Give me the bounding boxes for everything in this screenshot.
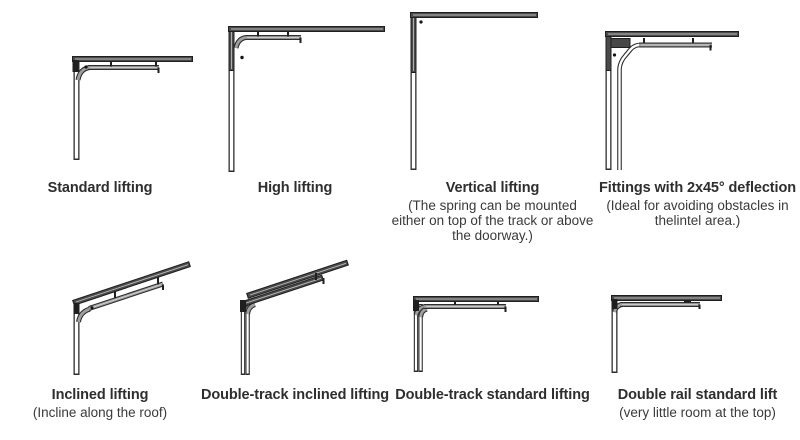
cell-high-lifting: High lifting — [200, 0, 390, 240]
subtitle-fittings-2x45-deflection: (Ideal for avoiding obstacles in thelint… — [606, 197, 789, 228]
caption-fittings-2x45-deflection: Fittings with 2x45° deflection (Ideal fo… — [595, 180, 800, 228]
cell-vertical-lifting: Vertical lifting (The spring can be moun… — [390, 0, 595, 243]
subtitle-inclined-lifting: (Incline along the roof) — [32, 404, 168, 420]
standard-lifting-diagram — [72, 56, 193, 160]
title-vertical-lifting: Vertical lifting — [445, 180, 540, 196]
caption-inclined-lifting: Inclined lifting (Incline along the roof… — [0, 387, 200, 420]
inclined-lifting-diagram — [72, 261, 191, 375]
cell-double-track-standard-lifting: Double-track standard lifting — [390, 240, 595, 440]
caption-standard-lifting: Standard lifting — [0, 180, 200, 197]
title-double-rail-standard-lift: Double rail standard lift — [617, 387, 778, 403]
cell-double-rail-standard-lift: Double rail standard lift (very little r… — [595, 240, 800, 440]
title-standard-lifting: Standard lifting — [47, 180, 153, 196]
caption-double-rail-standard-lift: Double rail standard lift (very little r… — [595, 387, 800, 420]
cell-standard-lifting: Standard lifting — [0, 0, 200, 240]
subtitle-double-rail-standard-lift: (very little room at the top) — [619, 404, 776, 420]
caption-high-lifting: High lifting — [200, 180, 390, 197]
vertical-lifting-diagram — [410, 12, 538, 170]
double-track-inclined-lifting-diagram — [240, 259, 349, 375]
title-inclined-lifting: Inclined lifting — [51, 387, 149, 403]
caption-double-track-standard-lifting: Double-track standard lifting — [390, 387, 595, 404]
caption-vertical-lifting: Vertical lifting (The spring can be moun… — [390, 180, 595, 243]
subtitle-vertical-lifting: (The spring can be mounted either on top… — [391, 197, 594, 243]
title-high-lifting: High lifting — [257, 180, 333, 196]
caption-double-track-inclined-lifting: Double-track inclined lifting — [200, 387, 390, 404]
double-track-standard-lifting-diagram — [413, 296, 539, 372]
title-double-track-inclined-lifting: Double-track inclined lifting — [200, 387, 390, 403]
title-double-track-standard-lifting: Double-track standard lifting — [395, 387, 590, 403]
cell-fittings-2x45-deflection: Fittings with 2x45° deflection (Ideal fo… — [595, 0, 800, 240]
cell-double-track-inclined-lifting: Double-track inclined lifting — [200, 240, 390, 440]
double-rail-standard-lift-diagram — [611, 295, 722, 373]
fittings-2x45-deflection-diagram — [605, 31, 739, 170]
high-lifting-diagram — [228, 26, 385, 172]
title-fittings-2x45-deflection: Fittings with 2x45° deflection — [599, 180, 796, 196]
cell-inclined-lifting: Inclined lifting (Incline along the roof… — [0, 240, 200, 440]
